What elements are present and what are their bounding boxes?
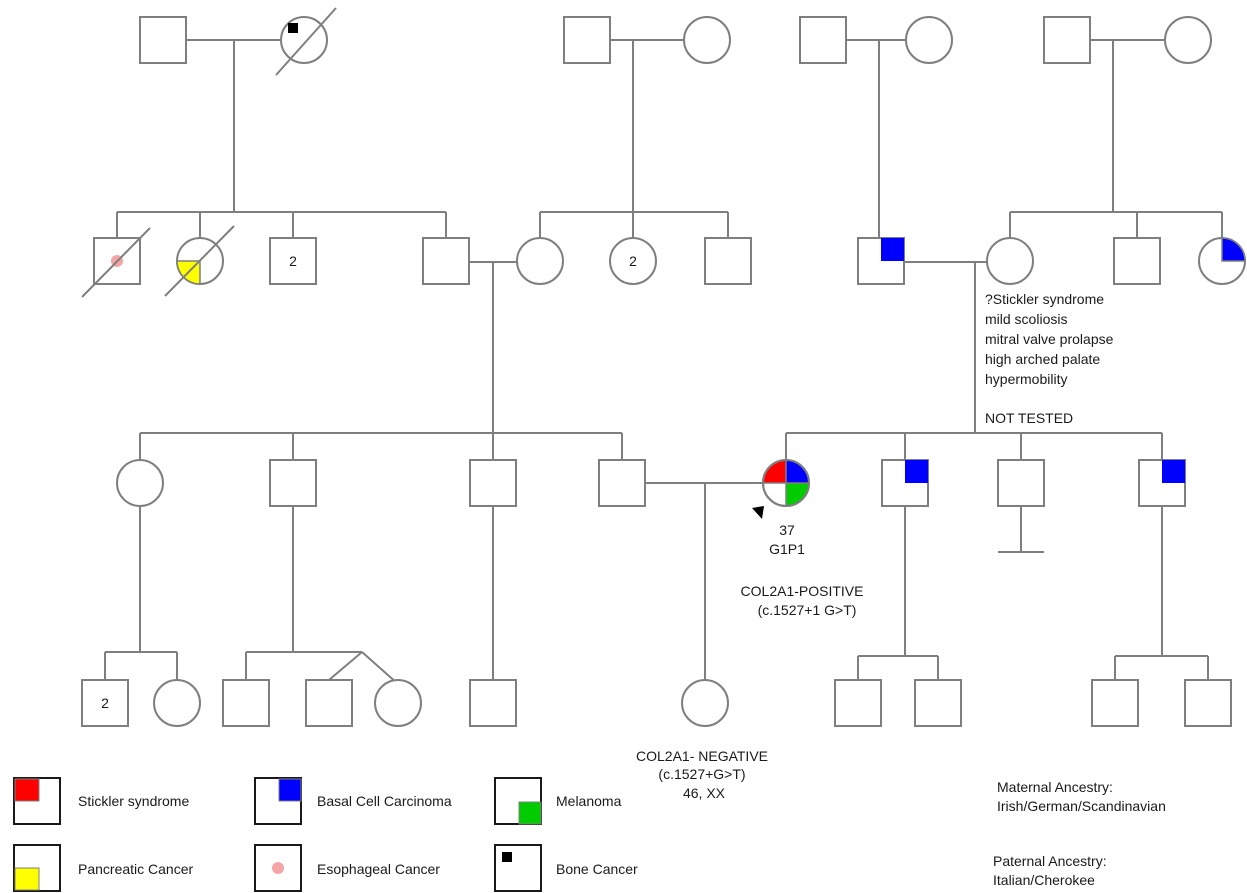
deceased-slash <box>81 227 151 298</box>
maternal-ancestry-title: Maternal Ancestry: <box>997 779 1113 795</box>
proband-pregnancy: G1P1 <box>769 541 805 557</box>
gen2-maternal-uncle <box>704 237 752 285</box>
sibling-count: 2 <box>629 253 637 269</box>
note-line: ?Stickler syndrome <box>985 291 1105 307</box>
gen2-maternal-aunts-group: 2 <box>609 237 657 285</box>
stickler-quadrant <box>763 460 786 483</box>
legend-label-stickler: Stickler syndrome <box>78 793 190 809</box>
bcc-marker <box>881 238 904 261</box>
legend-label-melanoma: Melanoma <box>556 793 622 809</box>
note-line: mild scoliosis <box>985 311 1068 327</box>
gen4-cousin-male-1 <box>222 679 270 727</box>
legend-label-pancreatic: Pancreatic Cancer <box>78 861 194 877</box>
gen4-twin-female <box>374 679 422 727</box>
gen3-paternal-sibling-2 <box>269 459 317 507</box>
note-line: mitral valve prolapse <box>985 331 1114 347</box>
gen2-father <box>422 237 470 285</box>
gen2-maternal-grandmother <box>986 237 1034 285</box>
deceased-slash <box>275 7 337 76</box>
note-line: hypermobility <box>985 371 1068 387</box>
gen4-daughter <box>681 679 729 727</box>
gen2-paternal-uncle-deceased <box>81 227 151 298</box>
legend-stickler-symbol <box>13 777 61 825</box>
gen1-maternal-great-grandmother-b <box>905 16 953 64</box>
gen3-paternal-sibling-3 <box>469 459 517 507</box>
legend-esophageal-symbol <box>254 844 302 892</box>
legend-bone-symbol <box>494 844 542 892</box>
gen4-twin-male <box>305 679 353 727</box>
daughter-variant: (c.1527+G>T) <box>658 766 746 782</box>
gen2-paternal-siblings-group: 2 <box>269 237 317 285</box>
legend-label-bcc: Basal Cell Carcinoma <box>317 793 452 809</box>
grandmother-status: NOT TESTED <box>985 410 1074 426</box>
gen1-maternal-great-grandfather-a <box>563 16 611 64</box>
gen1-maternal-great-grandmother-c <box>1164 16 1212 64</box>
gen3-maternal-sibling-2-no-offspring <box>997 459 1045 507</box>
daughter-result: COL2A1- NEGATIVE <box>635 748 769 764</box>
gen2-grandmother-sister <box>1198 237 1246 285</box>
proband-variant: (c.1527+1 G>T) <box>757 602 857 618</box>
paternal-ancestry: Paternal Ancestry: Italian/Cherokee <box>993 852 1107 890</box>
legend-label-bone: Bone Cancer <box>556 861 638 877</box>
gen1-maternal-great-grandfather-b <box>799 16 847 64</box>
gen1-paternal-grandfather <box>139 16 187 64</box>
gen2-mother <box>516 237 564 285</box>
gen1-paternal-grandmother <box>275 7 337 76</box>
gen3-husband <box>598 459 646 507</box>
gen2-maternal-grandfather <box>857 237 905 285</box>
note-line: high arched palate <box>985 351 1101 367</box>
daughter-karyotype: 46, XX <box>682 785 726 801</box>
gen3-paternal-sibling-1 <box>116 459 164 507</box>
connector-lines <box>104 39 1223 685</box>
gen4-nephew-1 <box>834 679 882 727</box>
gen3-maternal-sibling-1 <box>881 459 929 507</box>
bone-cancer-marker <box>288 23 298 33</box>
legend-bcc-symbol <box>254 777 302 825</box>
gen2-paternal-aunt-deceased <box>164 225 235 297</box>
sibling-count: 2 <box>289 253 297 269</box>
legend-melanoma-symbol <box>494 777 542 825</box>
legend-pancreatic-symbol <box>13 844 61 892</box>
gen2-grandmother-brother <box>1113 237 1161 285</box>
gen1-maternal-great-grandmother-a <box>683 16 731 64</box>
bcc-marker <box>1162 460 1185 483</box>
bcc-marker <box>905 460 928 483</box>
gen4-cousin-female-1 <box>153 679 201 727</box>
proband-arrow <box>752 506 764 519</box>
gen4-cousin-male-2 <box>469 679 517 727</box>
proband-result: COL2A1-POSITIVE <box>740 583 864 599</box>
gen3-maternal-sibling-3 <box>1138 459 1186 507</box>
maternal-ancestry-value: Irish/German/Scandinavian <box>997 798 1166 814</box>
gen3-proband <box>752 459 810 519</box>
gen1-maternal-great-grandfather-c <box>1043 16 1091 64</box>
deceased-slash <box>164 225 235 297</box>
sibling-count: 2 <box>101 695 109 711</box>
paternal-ancestry-value: Italian/Cherokee <box>993 872 1095 888</box>
legend-label-esophageal: Esophageal Cancer <box>317 861 440 877</box>
gen4-nephew-4 <box>1184 679 1232 727</box>
gen4-nephew-2 <box>914 679 962 727</box>
bcc-marker <box>1221 237 1246 262</box>
grandmother-notes: ?Stickler syndrome mild scoliosis mitral… <box>985 289 1113 389</box>
proband-age: 37 <box>779 522 795 538</box>
melanoma-quadrant <box>786 483 809 506</box>
gen4-nephew-3 <box>1091 679 1139 727</box>
bcc-quadrant <box>786 460 809 483</box>
gen4-cousins-group: 2 <box>81 679 129 727</box>
legend-symbols <box>13 777 542 892</box>
maternal-ancestry: Maternal Ancestry: Irish/German/Scandina… <box>997 778 1166 816</box>
paternal-ancestry-title: Paternal Ancestry: <box>993 853 1107 869</box>
